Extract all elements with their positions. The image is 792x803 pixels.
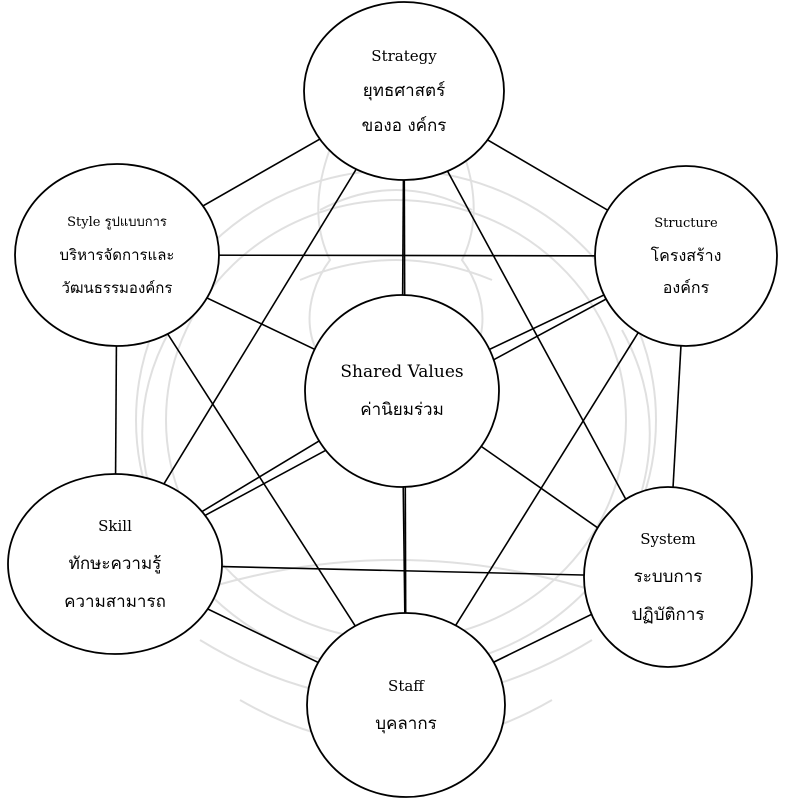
node-skill [7, 473, 223, 655]
node-system [583, 486, 753, 668]
node-ellipses [7, 1, 778, 798]
node-strategy [303, 1, 505, 181]
node-staff [306, 612, 506, 798]
connector-strategy-system [403, 90, 669, 578]
node-shared-values [304, 294, 500, 488]
node-structure [594, 165, 778, 347]
node-style [14, 163, 220, 347]
